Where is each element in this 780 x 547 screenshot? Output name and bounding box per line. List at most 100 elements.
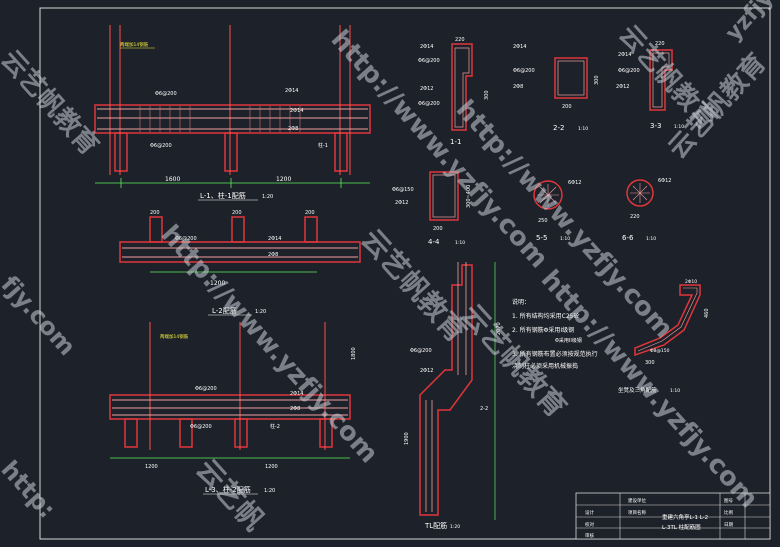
s44-label-d6: Φ6@150 xyxy=(392,187,414,193)
tl-dim-1900: 1900 xyxy=(404,432,410,445)
s44-scale: 1:10 xyxy=(455,240,465,246)
s11-label-d6: Φ6@200 xyxy=(418,58,440,64)
tb-c6: 日期 xyxy=(724,522,733,528)
tb-drawing: L-3TL 柱配筋图 xyxy=(662,523,701,531)
s11-dim-220: 220 xyxy=(455,37,465,43)
section-1-1: 2Φ14 Φ6@200 2Φ12 Φ6@200 220 300 1-1 xyxy=(418,37,490,146)
s22-dim-200: 200 xyxy=(562,104,572,110)
l1-title: L-1、柱-1配筋 xyxy=(200,191,246,200)
notes-block: 说明： 1. 所有结构均采用C25砼 2. 所有钢筋Φ采用I级钢 Φ采用II级钢… xyxy=(512,298,598,370)
l3-label-d6-col: Φ6@200 xyxy=(190,424,212,430)
s44-title: 4-4 xyxy=(428,238,440,246)
l2-scale: 1:20 xyxy=(255,309,266,315)
s66-dim-220: 220 xyxy=(630,214,640,220)
tl-label-d6: Φ6@200 xyxy=(410,348,432,354)
l1-elevation: 1600 1200 两端加14钢筋 Φ6@200 2Φ14 2Φ14 2Φ8 Φ… xyxy=(94,25,371,201)
section-3-3: 2Φ14 Φ6@200 2Φ12 220 3-3 1:10 xyxy=(616,41,684,130)
l2-label-2d8: 2Φ8 xyxy=(268,252,278,258)
l2-dim-200b: 200 xyxy=(232,210,242,216)
section-2-2: 2Φ14 Φ6@200 2Φ8 200 300 2-2 1:10 xyxy=(513,44,600,132)
s66-label-6d12: 6Φ12 xyxy=(658,178,671,184)
s22-title: 2-2 xyxy=(553,124,564,132)
l1-top-note: 两端加14钢筋 xyxy=(120,41,149,48)
tb-c3: 审核 xyxy=(585,532,594,539)
tl-dim-2070: 2070 xyxy=(496,322,502,335)
l3-label-zhu2: 柱-2 xyxy=(270,423,280,430)
l3-elevation: 两端加14钢筋 Φ6@200 2Φ14 2Φ8 Φ6@200 柱-2 1200 … xyxy=(109,322,357,495)
s44-dim-300-400: 300~400 xyxy=(466,185,472,208)
l1-label-2d14: 2Φ14 xyxy=(285,88,298,94)
s33-label-2d14: 2Φ14 xyxy=(618,52,631,58)
l1-label-2d14b: 2Φ14 xyxy=(290,108,303,114)
l2-dim-1200: 1200 xyxy=(210,280,225,287)
tl-label-l2: 2-2 xyxy=(480,406,488,412)
s11-label-d6b: Φ6@200 xyxy=(418,101,440,107)
l1-label-d6-col: Φ6@200 xyxy=(150,143,172,149)
s33-label-d6: Φ6@200 xyxy=(618,68,640,74)
l1-label-2d8: 2Φ8 xyxy=(288,126,298,132)
s22-dim-300: 300 xyxy=(594,75,600,85)
s33-scale: 1:10 xyxy=(674,124,684,130)
l2-dim-200c: 200 xyxy=(305,210,315,216)
note-1: 1. 所有结构均采用C25砼 xyxy=(512,312,579,320)
tb-c2: 校对 xyxy=(585,521,594,528)
tl-label-2d12: 2Φ12 xyxy=(420,368,433,374)
l1-dim-1600: 1600 xyxy=(165,176,180,183)
tb-row1: 建设单位 xyxy=(628,497,646,504)
l2-dim-200a: 200 xyxy=(150,210,160,216)
s22-label-2d14: 2Φ14 xyxy=(513,44,526,50)
tb-row2: 项目名称 xyxy=(628,509,646,516)
s33-title: 3-3 xyxy=(650,122,661,130)
notes-heading: 说明： xyxy=(512,298,530,306)
rail-dim-300: 300 xyxy=(645,360,655,366)
s11-dim-300: 300 xyxy=(484,90,490,100)
l3-label-2d14: 2Φ14 xyxy=(290,391,303,397)
s33-dim-220: 220 xyxy=(655,41,665,47)
l3-label-2d8: 2Φ8 xyxy=(290,406,300,412)
watermark-frag-3: http: xyxy=(0,455,61,523)
rail-title: 坐凳及三角配筋 xyxy=(618,386,657,394)
l3-label-d6: Φ6@200 xyxy=(195,386,217,392)
watermark-frag-2: fjy.com xyxy=(0,270,81,361)
l3-title: L-3、柱-2配筋 xyxy=(205,485,251,494)
s22-scale: 1:10 xyxy=(578,126,588,132)
tl-scale: 1:20 xyxy=(450,524,460,530)
tl-elevation: 2070 1900 Φ6@200 2Φ12 2-2 TL配筋 1:20 xyxy=(404,262,502,530)
s11-title: 1-1 xyxy=(450,138,461,146)
l1-label-zhu1: 柱-1 xyxy=(318,142,328,149)
section-6-6: 6Φ12 220 6-6 1:10 xyxy=(622,178,671,242)
s11-label-2d14: 2Φ14 xyxy=(420,44,433,50)
s55-dim-250: 250 xyxy=(538,218,548,224)
l1-dim-1200: 1200 xyxy=(276,176,291,183)
tb-c1: 设计 xyxy=(585,509,594,516)
s44-label-2d12: 2Φ12 xyxy=(395,200,408,206)
watermark-brand-5: 云艺帆 xyxy=(190,453,271,538)
railing-detail: 460 300 Φ8@150 2Φ10 坐凳及三角配筋 1:10 xyxy=(618,279,710,394)
l1-scale: 1:20 xyxy=(262,194,273,200)
rail-label-d8: Φ8@150 xyxy=(650,348,670,354)
watermark-brand-1: 云艺帆教育 xyxy=(0,44,105,161)
l3-dim-1200b: 1200 xyxy=(265,464,278,470)
tb-c4: 图号 xyxy=(724,498,733,504)
tl-title: TL配筋 xyxy=(424,521,447,530)
s44-dim-200: 200 xyxy=(433,226,443,232)
s22-label-2d8: 2Φ8 xyxy=(513,84,523,90)
note-3: 3. 所有钢筋布置必须按规范执行 xyxy=(512,350,598,358)
l2-elevation: 200 200 200 Φ6@200 2Φ14 2Φ8 1200 L-2配筋 1… xyxy=(119,210,361,316)
s55-title: 5-5 xyxy=(536,234,547,242)
rail-label-2d10: 2Φ10 xyxy=(685,279,697,285)
section-4-4: Φ6@150 2Φ12 300~400 200 4-4 1:10 xyxy=(392,171,472,246)
l2-label-d6: Φ6@200 xyxy=(175,236,197,242)
l3-scale: 1:20 xyxy=(264,488,275,494)
note-3b: 浇制柱必须采用机械振捣 xyxy=(512,362,578,370)
section-5-5: 6Φ12 250 5-5 1:10 xyxy=(533,180,581,242)
s22-label-d6: Φ6@200 xyxy=(513,68,535,74)
s11-label-2d12: 2Φ12 xyxy=(420,86,433,92)
s55-scale: 1:10 xyxy=(560,236,570,242)
s55-label-6d12: 6Φ12 xyxy=(568,180,581,186)
l2-title: L-2配筋 xyxy=(212,306,237,315)
rail-scale: 1:10 xyxy=(670,388,680,394)
l3-dim-1800: 1800 xyxy=(351,347,357,360)
